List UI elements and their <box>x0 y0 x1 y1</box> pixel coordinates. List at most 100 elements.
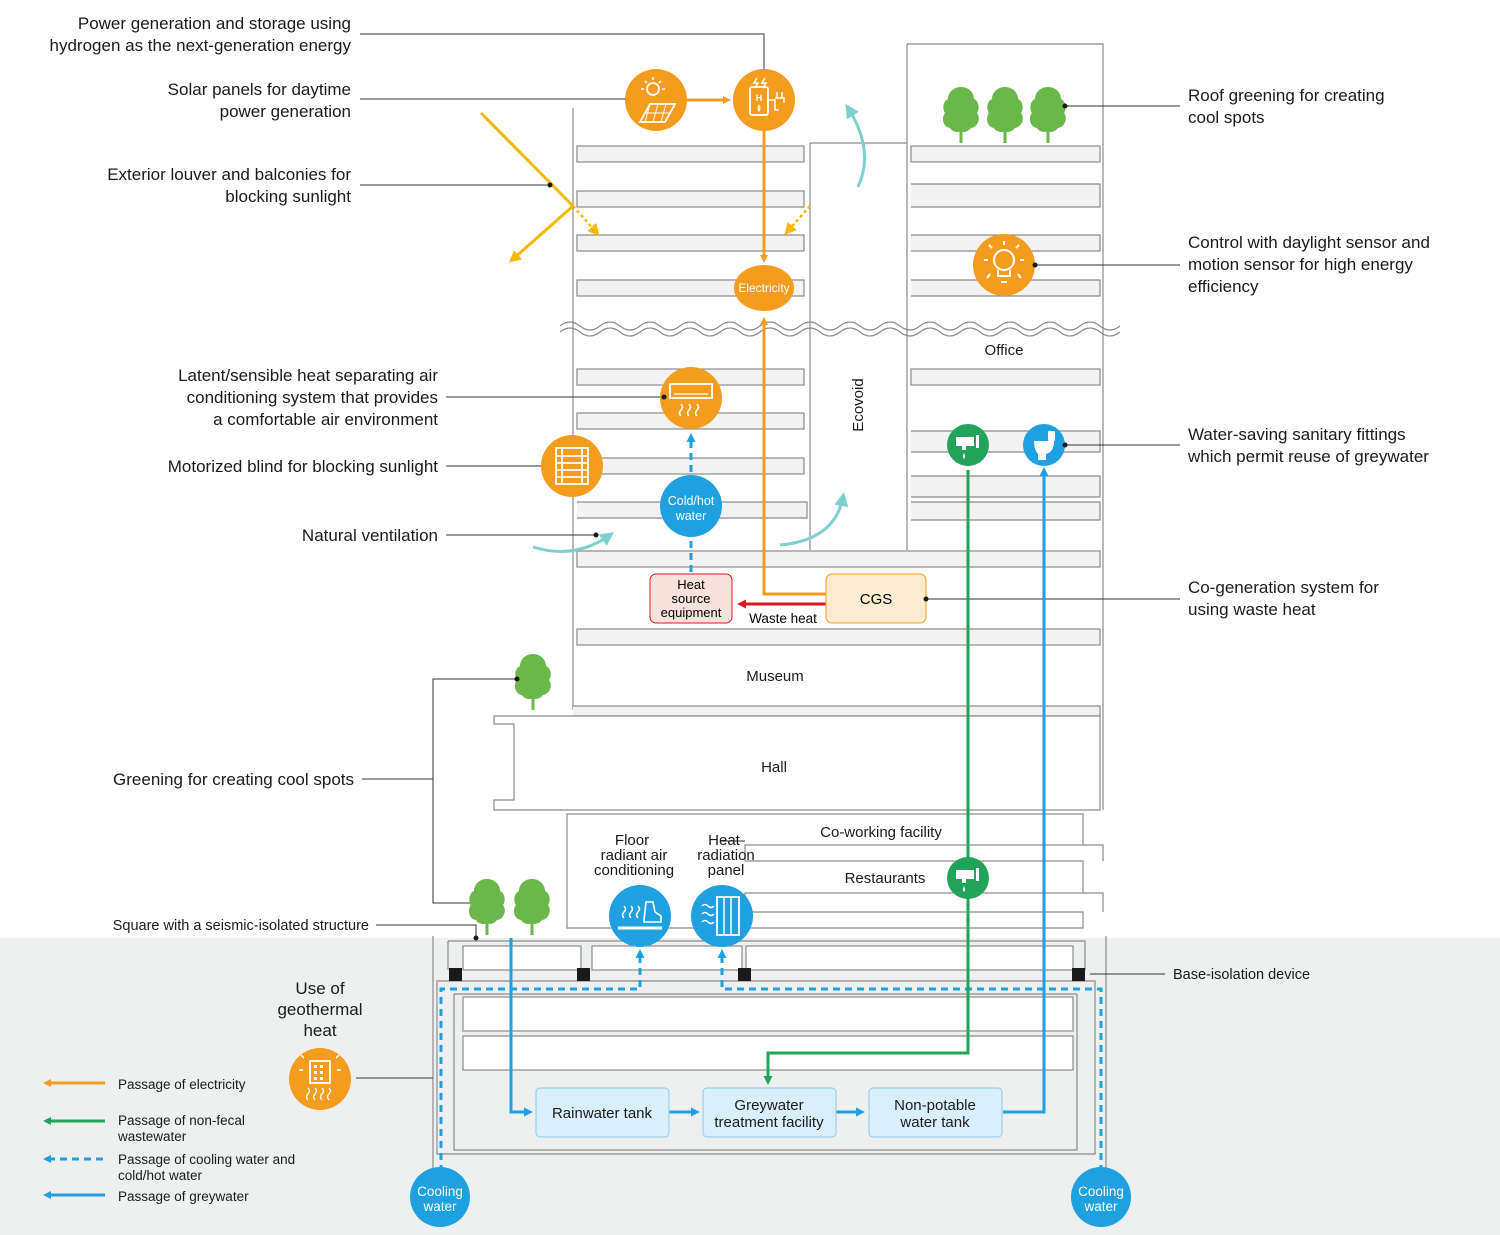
callouts-right: Roof greening for creating cool spots Co… <box>1173 86 1430 983</box>
geothermal-building-icon <box>289 1048 351 1110</box>
roof-label-2: cool spots <box>1188 108 1265 127</box>
tree-icon <box>985 85 1024 145</box>
roof-trees <box>941 85 1067 145</box>
cgs-node: CGS <box>825 573 927 624</box>
non-potable-water-tank: Non-potable water tank <box>868 1087 1003 1138</box>
air-conditioner-icon <box>660 367 722 429</box>
radiator-icon <box>691 885 753 947</box>
light-bulb-icon <box>973 234 1035 296</box>
tree-icon <box>941 85 980 145</box>
room-coworking: Co-working facility <box>820 824 942 841</box>
solar-label-2: power generation <box>220 102 351 121</box>
tree-icon <box>1028 85 1067 145</box>
waste-heat-label: Waste heat <box>749 611 817 626</box>
heat-panel-label-3: panel <box>708 862 745 879</box>
control-label-3: efficiency <box>1188 277 1259 296</box>
cooling-label-2: water <box>1083 1199 1118 1214</box>
tree-icon <box>513 652 552 712</box>
floor-heating-icon <box>609 885 671 947</box>
electricity-flows <box>686 96 826 596</box>
solar-label-1: Solar panels for daytime <box>168 80 351 99</box>
coldhot-label-1: Cold/hot <box>668 494 715 508</box>
greywater-flows <box>509 467 1049 1117</box>
hydrogen-label-1: Power generation and storage using <box>78 14 351 33</box>
heat-source-label-1: Heat <box>677 577 705 592</box>
legend-item-cooling: Passage of cooling water and cold/hot wa… <box>43 1152 295 1183</box>
cgs-label: CGS <box>860 591 893 608</box>
greening-label: Greening for creating cool spots <box>113 770 354 789</box>
floor-radiant-label-1: Floor <box>615 832 649 849</box>
callouts-left: Power generation and storage using hydro… <box>50 14 439 1040</box>
room-restaurants: Restaurants <box>845 870 926 887</box>
tree-icon <box>467 877 506 937</box>
room-ecovoid: Ecovoid <box>850 378 867 431</box>
nonpotable-label-1: Non-potable <box>894 1097 976 1114</box>
blind-icon <box>541 435 603 497</box>
hydrogen-charger-icon: H <box>733 69 795 131</box>
break-line <box>559 321 1121 331</box>
floor-radiant-label-2: radiant air <box>601 847 668 864</box>
rainwater-tank: Rainwater tank <box>535 1087 670 1138</box>
legend-item-nonfecal: Passage of non-fecal wastewater <box>43 1113 245 1144</box>
cooling-water-node-left: Cooling water <box>410 1167 470 1227</box>
latent-label-3: a comfortable air environment <box>213 410 438 429</box>
cooling-label-2: water <box>422 1199 457 1214</box>
legend-label: Passage of non-fecal <box>118 1113 245 1128</box>
water-label-1: Water-saving sanitary fittings <box>1188 425 1406 444</box>
nonpotable-label-2: water tank <box>899 1114 970 1131</box>
water-label-2: which permit reuse of greywater <box>1187 447 1429 466</box>
square-label: Square with a seismic-isolated structure <box>113 918 369 934</box>
cooling-label-1: Cooling <box>417 1184 463 1199</box>
legend-label: Passage of electricity <box>118 1077 246 1092</box>
greywater-label-1: Greywater <box>734 1097 803 1114</box>
heat-panel-label-1: Heat <box>708 832 741 849</box>
rainwater-tank-label: Rainwater tank <box>552 1105 653 1122</box>
hydrogen-label-2: hydrogen as the next-generation energy <box>50 36 352 55</box>
cooling-label-1: Cooling <box>1078 1184 1124 1199</box>
tree-icon <box>512 877 551 937</box>
roof-label-1: Roof greening for creating <box>1188 86 1385 105</box>
heat-panel-label-2: radiation <box>697 847 755 864</box>
electricity-label: Electricity <box>738 281 789 295</box>
base-isolation-devices <box>449 968 1085 981</box>
heat-source-label-2: source <box>671 591 710 606</box>
building-structure <box>432 43 1107 1180</box>
legend-label: wastewater <box>117 1129 187 1144</box>
blind-label: Motorized blind for blocking sunlight <box>168 457 439 476</box>
heat-source-equipment-node: Heat source equipment <box>649 573 733 624</box>
latent-label-2: conditioning system that provides <box>187 388 438 407</box>
room-hall: Hall <box>761 759 787 776</box>
cgs-callout-label-1: Co-generation system for <box>1188 578 1379 597</box>
faucet-icon <box>947 424 989 466</box>
ventilation-label: Natural ventilation <box>302 526 438 545</box>
floor-radiant-label-3: conditioning <box>594 862 674 879</box>
cooling-water-node-right: Cooling water <box>1071 1167 1131 1227</box>
latent-label-1: Latent/sensible heat separating air <box>178 366 438 385</box>
svg-text:H: H <box>756 93 763 103</box>
legend-item-electricity: Passage of electricity <box>43 1077 246 1092</box>
cold-hot-water-node: Cold/hot water <box>660 475 722 537</box>
coldhot-label-2: water <box>675 509 707 523</box>
legend-label: Passage of greywater <box>118 1189 249 1204</box>
sunlight-rays <box>479 111 811 263</box>
faucet-icon <box>947 857 989 899</box>
control-label-2: motion sensor for high energy <box>1188 255 1413 274</box>
greywater-treatment-facility: Greywater treatment facility <box>702 1087 837 1138</box>
legend-item-greywater: Passage of greywater <box>43 1189 249 1204</box>
nonfecal-flows <box>763 470 970 1085</box>
greywater-label-2: treatment facility <box>714 1114 824 1131</box>
louver-label-2: blocking sunlight <box>225 187 351 206</box>
legend-label: Passage of cooling water and <box>118 1152 295 1167</box>
cgs-callout-label-2: using waste heat <box>1188 600 1316 619</box>
natural-ventilation-arrows <box>532 103 867 553</box>
solar-panel-icon <box>625 69 687 131</box>
room-office: Office <box>985 342 1024 359</box>
base-isolation-label: Base-isolation device <box>1173 967 1310 983</box>
electricity-node: Electricity <box>734 265 794 311</box>
toilet-icon <box>1023 424 1065 466</box>
louver-label-1: Exterior louver and balconies for <box>107 165 351 184</box>
legend-label: cold/hot water <box>118 1168 203 1183</box>
geothermal-label-2: geothermal <box>277 1000 362 1019</box>
room-museum: Museum <box>746 668 804 685</box>
geothermal-label-3: heat <box>303 1021 336 1040</box>
